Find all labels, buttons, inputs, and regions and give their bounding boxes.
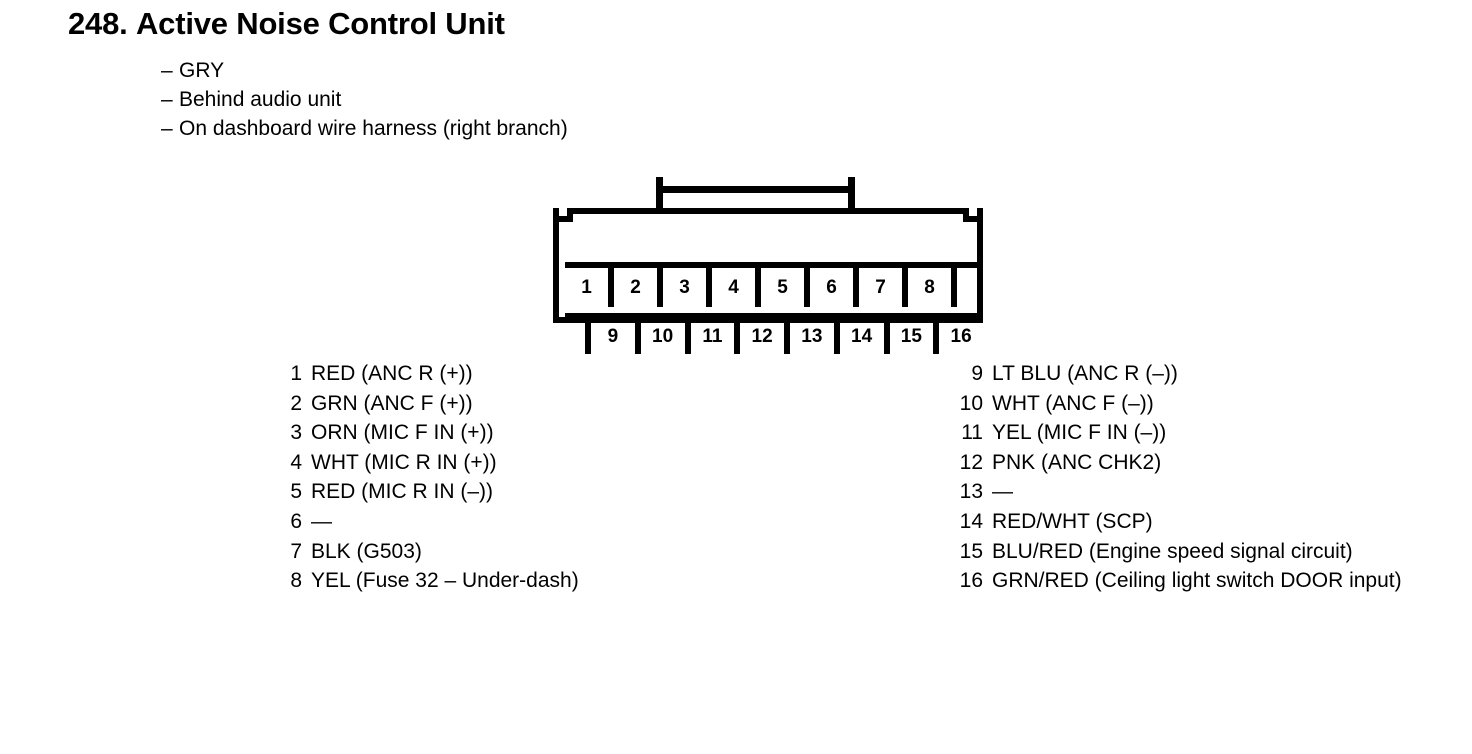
connector-pin-cell: 1 (565, 268, 614, 307)
pin-legend-number: 2 (290, 391, 302, 415)
pin-legend-description: RED/WHT (SCP) (992, 509, 1153, 533)
connector-notch-right (963, 208, 977, 222)
pin-legend-right: 9 LT BLU (ANC R (–)) 10 WHT (ANC F (–)) 11 YE… (957, 359, 1402, 596)
dash-bullet-icon: – (161, 117, 173, 140)
connector-notch-left (559, 208, 573, 222)
connector-pin-cell: 15 (890, 319, 940, 354)
pin-legend-description: GRN/RED (Ceiling light switch DOOR input… (992, 569, 1402, 593)
pin-legend-row: 2 GRN (ANC F (+)) (276, 389, 579, 419)
pin-legend-number: 16 (959, 569, 983, 593)
pin-legend-row: 14 RED/WHT (SCP) (957, 507, 1402, 537)
connector-blank-cell (957, 268, 983, 307)
pin-legend-number: 13 (959, 480, 983, 504)
pin-legend-row: 5 RED (MIC R IN (–)) (276, 477, 579, 507)
description-item-label: On dashboard wire harness (right branch) (179, 117, 568, 140)
connector-pin-cell: 12 (740, 319, 790, 354)
connector-pin-cell: 5 (761, 268, 810, 307)
pin-legend-row: 16 GRN/RED (Ceiling light switch DOOR inp… (957, 566, 1402, 596)
pin-legend-number: 12 (959, 450, 983, 474)
pin-legend-description: BLK (G503) (311, 539, 422, 563)
pin-legend-description: — (311, 509, 332, 533)
connector-pin-cell: 16 (950, 326, 972, 347)
connector-pin-cell: 14 (840, 319, 890, 354)
pin-legend-number: 15 (959, 539, 983, 563)
pin-legend-description: YEL (Fuse 32 – Under-dash) (311, 569, 579, 593)
pin-legend-row: 9 LT BLU (ANC R (–)) (957, 359, 1402, 389)
pin-legend-row: 1 RED (ANC R (+)) (276, 359, 579, 389)
pin-legend-number: 8 (290, 569, 302, 593)
page-title: 248.Active Noise Control Unit (68, 6, 505, 42)
pin-legend-description: WHT (ANC F (–)) (992, 391, 1154, 415)
page-title-number: 248. (68, 6, 128, 41)
pin-legend-row: 15 BLU/RED (Engine speed signal circuit) (957, 537, 1402, 567)
pin-legend-number: 7 (290, 539, 302, 563)
pin-legend-description: LT BLU (ANC R (–)) (992, 362, 1178, 385)
pin-legend-row: 11 YEL (MIC F IN (–)) (957, 418, 1402, 448)
connector-pin-cell: 10 (641, 319, 691, 354)
pin-legend-row: 10 WHT (ANC F (–)) (957, 389, 1402, 419)
page-title-text: Active Noise Control Unit (136, 6, 505, 41)
connector-pin-cell: 3 (663, 268, 712, 307)
pin-legend-row: 13 — (957, 477, 1402, 507)
pin-legend-description: ORN (MIC F IN (+)) (311, 421, 494, 445)
latch-post-right (848, 177, 855, 213)
pin-legend-number: 1 (290, 362, 302, 385)
pin-legend-number: 6 (290, 509, 302, 533)
pin-legend-description: RED (MIC R IN (–)) (311, 480, 493, 504)
pin-legend-number: 5 (290, 480, 302, 504)
pin-legend-number: 4 (290, 450, 302, 474)
description-item: –Behind audio unit (161, 85, 568, 114)
pin-legend-row: 12 PNK (ANC CHK2) (957, 448, 1402, 478)
latch-bar (656, 186, 855, 193)
pin-legend-row: 7 BLK (G503) (276, 537, 579, 567)
description-list: –GRY–Behind audio unit–On dashboard wire… (161, 56, 568, 143)
pin-legend-row: 4 WHT (MIC R IN (+)) (276, 448, 579, 478)
pin-legend-number: 3 (290, 421, 302, 445)
connector-pin-cell: 13 (790, 319, 840, 354)
pin-legend-row: 3 ORN (MIC F IN (+)) (276, 418, 579, 448)
connector-pin-cell: 7 (859, 268, 908, 307)
pin-legend-description: RED (ANC R (+)) (311, 362, 473, 385)
pin-legend-description: WHT (MIC R IN (+)) (311, 450, 497, 474)
pin-legend-number: 9 (971, 362, 983, 385)
pin-legend-number: 14 (959, 509, 983, 533)
pin-legend-number: 11 (961, 421, 983, 445)
description-item-label: Behind audio unit (179, 88, 342, 111)
pin-legend-left: 1 RED (ANC R (+)) 2 GRN (ANC F (+)) 3 ORN (MI… (276, 359, 579, 596)
pin-legend-description: YEL (MIC F IN (–)) (992, 421, 1167, 445)
dash-bullet-icon: – (161, 59, 173, 82)
dash-bullet-icon: – (161, 88, 173, 111)
connector-pin-cell: 11 (691, 319, 741, 354)
pin-legend-description: — (992, 480, 1013, 504)
pin-legend-row: 8 YEL (Fuse 32 – Under-dash) (276, 566, 579, 596)
description-item: –On dashboard wire harness (right branch… (161, 114, 568, 143)
connector-pin-cell: 8 (908, 268, 957, 307)
latch-post-left (656, 177, 663, 213)
pin-legend-row: 6— (276, 507, 579, 537)
connector-pin-cell: 6 (810, 268, 859, 307)
connector-pin-cell: 2 (614, 268, 663, 307)
pin-legend-description: BLU/RED (Engine speed signal circuit) (992, 539, 1353, 563)
connector-blank-cell (565, 319, 591, 354)
pin-legend-number: 10 (959, 391, 983, 415)
description-item: –GRY (161, 56, 568, 85)
connector-pin-cell: 4 (712, 268, 761, 307)
description-item-label: GRY (179, 59, 225, 82)
connector-pin-cell: 9 (591, 319, 641, 354)
pin-legend-description: PNK (ANC CHK2) (992, 450, 1162, 474)
pin-legend-description: GRN (ANC F (+)) (311, 391, 473, 415)
